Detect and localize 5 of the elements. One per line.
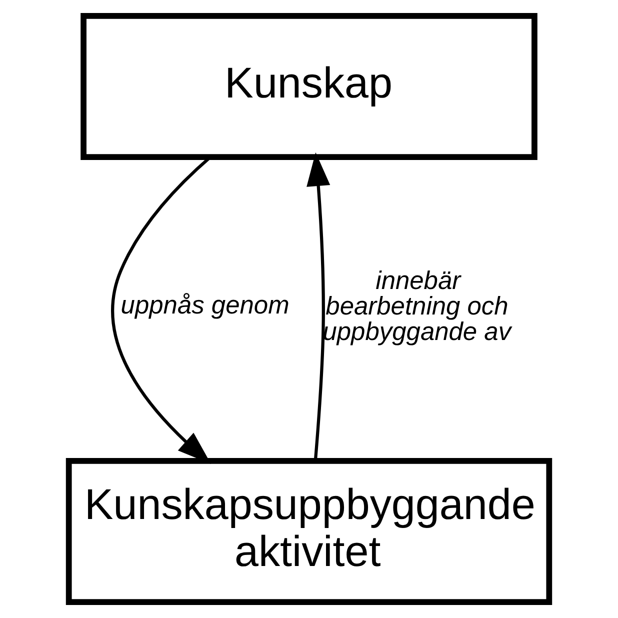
edge-label: innebär bearbetning och uppbyggande av bbox=[322, 267, 512, 346]
node-box: Kunskap bbox=[80, 12, 538, 160]
arrow bbox=[306, 152, 330, 460]
node-box: Kunskapsuppbyggande aktivitet bbox=[66, 458, 552, 606]
edge-label: uppnås genom bbox=[120, 292, 290, 320]
